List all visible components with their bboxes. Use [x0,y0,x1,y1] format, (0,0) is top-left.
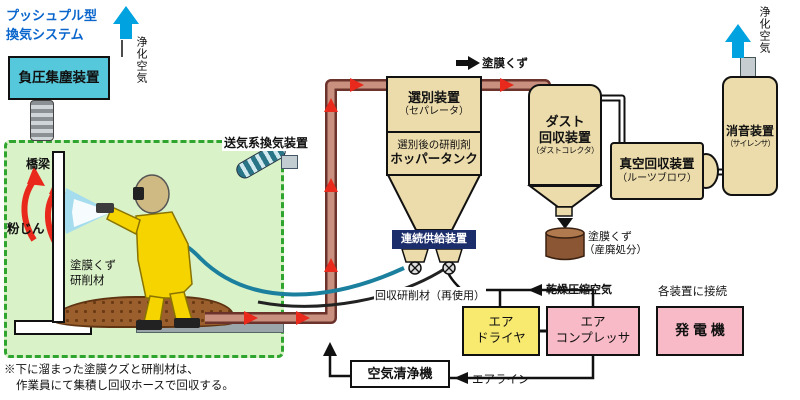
bridge-beam [52,151,65,323]
supply-vent-label: 送気系換気装置 [222,134,311,151]
dry-air-label: 乾燥圧縮空気 [546,284,612,296]
collector-sub: （ダストコレクタ） [531,146,599,156]
hopper-funnel [386,174,482,275]
vacuum-sub: （ルーツブロワ） [617,172,697,184]
purifier-label: 空気清浄機 [367,365,433,381]
chips-top-label: 塗膜くず [482,58,528,70]
corrugated-hose [30,100,54,141]
collector-funnel [527,185,603,261]
collector-title-1: ダスト [545,113,585,129]
dryer-label-1: エア [488,315,514,330]
dust-label: 粉じん [7,222,45,236]
silencer-title: 消音装置 [725,123,774,138]
chips-label: 塗膜くず [70,260,116,272]
dust-collector: ダスト 回収装置 （ダストコレクタ） [528,84,602,186]
direction-arrows [323,56,542,384]
separator-unit: 選別装置 （セパレータ） [386,76,482,133]
system-title-line1: プッシュプル型 [6,8,98,23]
air-compressor: エア コンプレッサ [546,306,640,356]
silencer-unit: 消音装置 （サイレンサ） [722,76,778,196]
air-line-label: エアライン [472,374,530,386]
negative-pressure-label: 負圧集塵装置 [18,69,100,85]
purified-air-label-left: 浄化空気 [135,36,147,84]
vacuum-unit: 真空回収装置 （ルーツブロワ） [610,142,704,200]
air-dryer: エア ドライヤ [462,306,540,356]
negative-pressure-unit: 負圧集塵装置 [8,56,110,100]
compressor-label-2: コンプレッサ [555,331,631,345]
waste-label-2: （産廃処分） [584,244,647,256]
blast-spray [62,188,112,234]
generator-label: 発 電 機 [675,322,725,339]
system-title: プッシュプル型 換気システム [6,5,97,43]
compressor-label-1: エア [580,315,606,330]
collector-title-2: 回収装置 [538,130,591,145]
connect-each-label: 各装置に接続 [658,286,727,298]
purified-air-arrows [113,6,751,58]
air-purifier: 空気清浄機 [350,360,450,388]
separator-title: 選別装置 [407,90,460,106]
hopper-tank: 選別後の研削剤 ホッパータンク [386,131,482,176]
hopper-label: ホッパータンク [390,152,478,167]
silencer-sub: （サイレンサ） [725,138,776,148]
dryer-label-2: ドライヤ [476,331,526,345]
bridge-label: 橋梁 [26,157,51,171]
system-title-line2: 換気システム [6,27,84,42]
generator: 発 電 機 [656,306,744,356]
sorted-abrasive-label: 選別後の研削剤 [397,139,471,152]
waste-label-1: 塗膜くず [588,231,632,243]
continuous-feeder: 連続供給装置 [392,230,476,249]
worker-figure [96,174,200,330]
flow-arrows [244,78,514,325]
separator-sub: （セパレータ） [399,106,469,118]
footnote-line1: ※下に溜まった塗膜クズと研削材は、 [4,364,199,376]
vacuum-title: 真空回収装置 [619,156,695,171]
purified-air-label-right: 浄化空気 [758,6,770,54]
recovery-pipe [205,79,551,324]
footnote-line2: 作業員にて集積し回収ホースで回収する。 [16,380,234,392]
supply-vent-box [281,155,298,169]
feeder-label: 連続供給装置 [401,232,467,245]
recovered-abrasive-label: 回収研削材（再使用） [374,287,486,303]
abrasive-label: 研削材 [70,275,105,287]
